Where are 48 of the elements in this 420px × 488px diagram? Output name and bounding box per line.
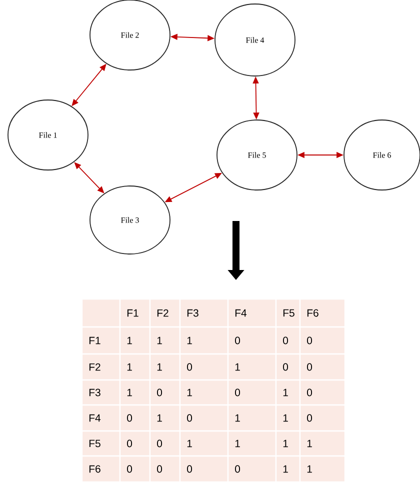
table-cell: 0 (275, 353, 301, 381)
table-cell: 0 (119, 430, 151, 457)
table-cell: 0 (149, 430, 181, 457)
table-cell: 1 (275, 455, 301, 483)
table-cell: 1 (119, 379, 151, 406)
table-cell: 1 (275, 379, 301, 406)
row-header: F5 (81, 430, 121, 457)
table-cell: 0 (227, 455, 277, 483)
table-cell: 0 (149, 455, 181, 483)
table-cell: 1 (275, 404, 301, 432)
table-cell: 1 (149, 404, 181, 432)
table-cell: 1 (119, 353, 151, 381)
table-cell: 0 (149, 379, 181, 406)
row-header: F1 (81, 326, 121, 355)
column-header: F1 (119, 298, 151, 328)
table-cell: 0 (275, 326, 301, 355)
table-cell: 0 (119, 404, 151, 432)
table-cell: 1 (179, 379, 229, 406)
table-cell: 1 (149, 326, 181, 355)
table-cell: 1 (179, 430, 229, 457)
row-header: F4 (81, 404, 121, 432)
row-header: F6 (81, 455, 121, 483)
row-header: F3 (81, 379, 121, 406)
table-cell: 0 (179, 455, 229, 483)
table-cell: 1 (227, 353, 277, 381)
table-cell: 0 (299, 326, 346, 355)
column-header: F3 (179, 298, 229, 328)
row-header: F2 (81, 353, 121, 381)
table-cell: 0 (179, 404, 229, 432)
table-cell: 1 (299, 430, 346, 457)
table-cell: 1 (119, 326, 151, 355)
table-cell: 0 (299, 404, 346, 432)
table-cell: 1 (179, 326, 229, 355)
column-header: F4 (227, 298, 277, 328)
table-cell: 0 (119, 455, 151, 483)
column-header: F6 (299, 298, 346, 328)
column-header: F5 (275, 298, 301, 328)
table-cell: 0 (299, 379, 346, 406)
table-cell: 1 (275, 430, 301, 457)
table-cell: 1 (227, 404, 277, 432)
table-cell: 1 (299, 455, 346, 483)
table-cell: 1 (227, 430, 277, 457)
table-cell: 0 (299, 353, 346, 381)
table-cell: 0 (227, 379, 277, 406)
table-cell: 0 (179, 353, 229, 381)
column-header: F2 (149, 298, 181, 328)
table-cell: 1 (149, 353, 181, 381)
table-cell: 0 (227, 326, 277, 355)
